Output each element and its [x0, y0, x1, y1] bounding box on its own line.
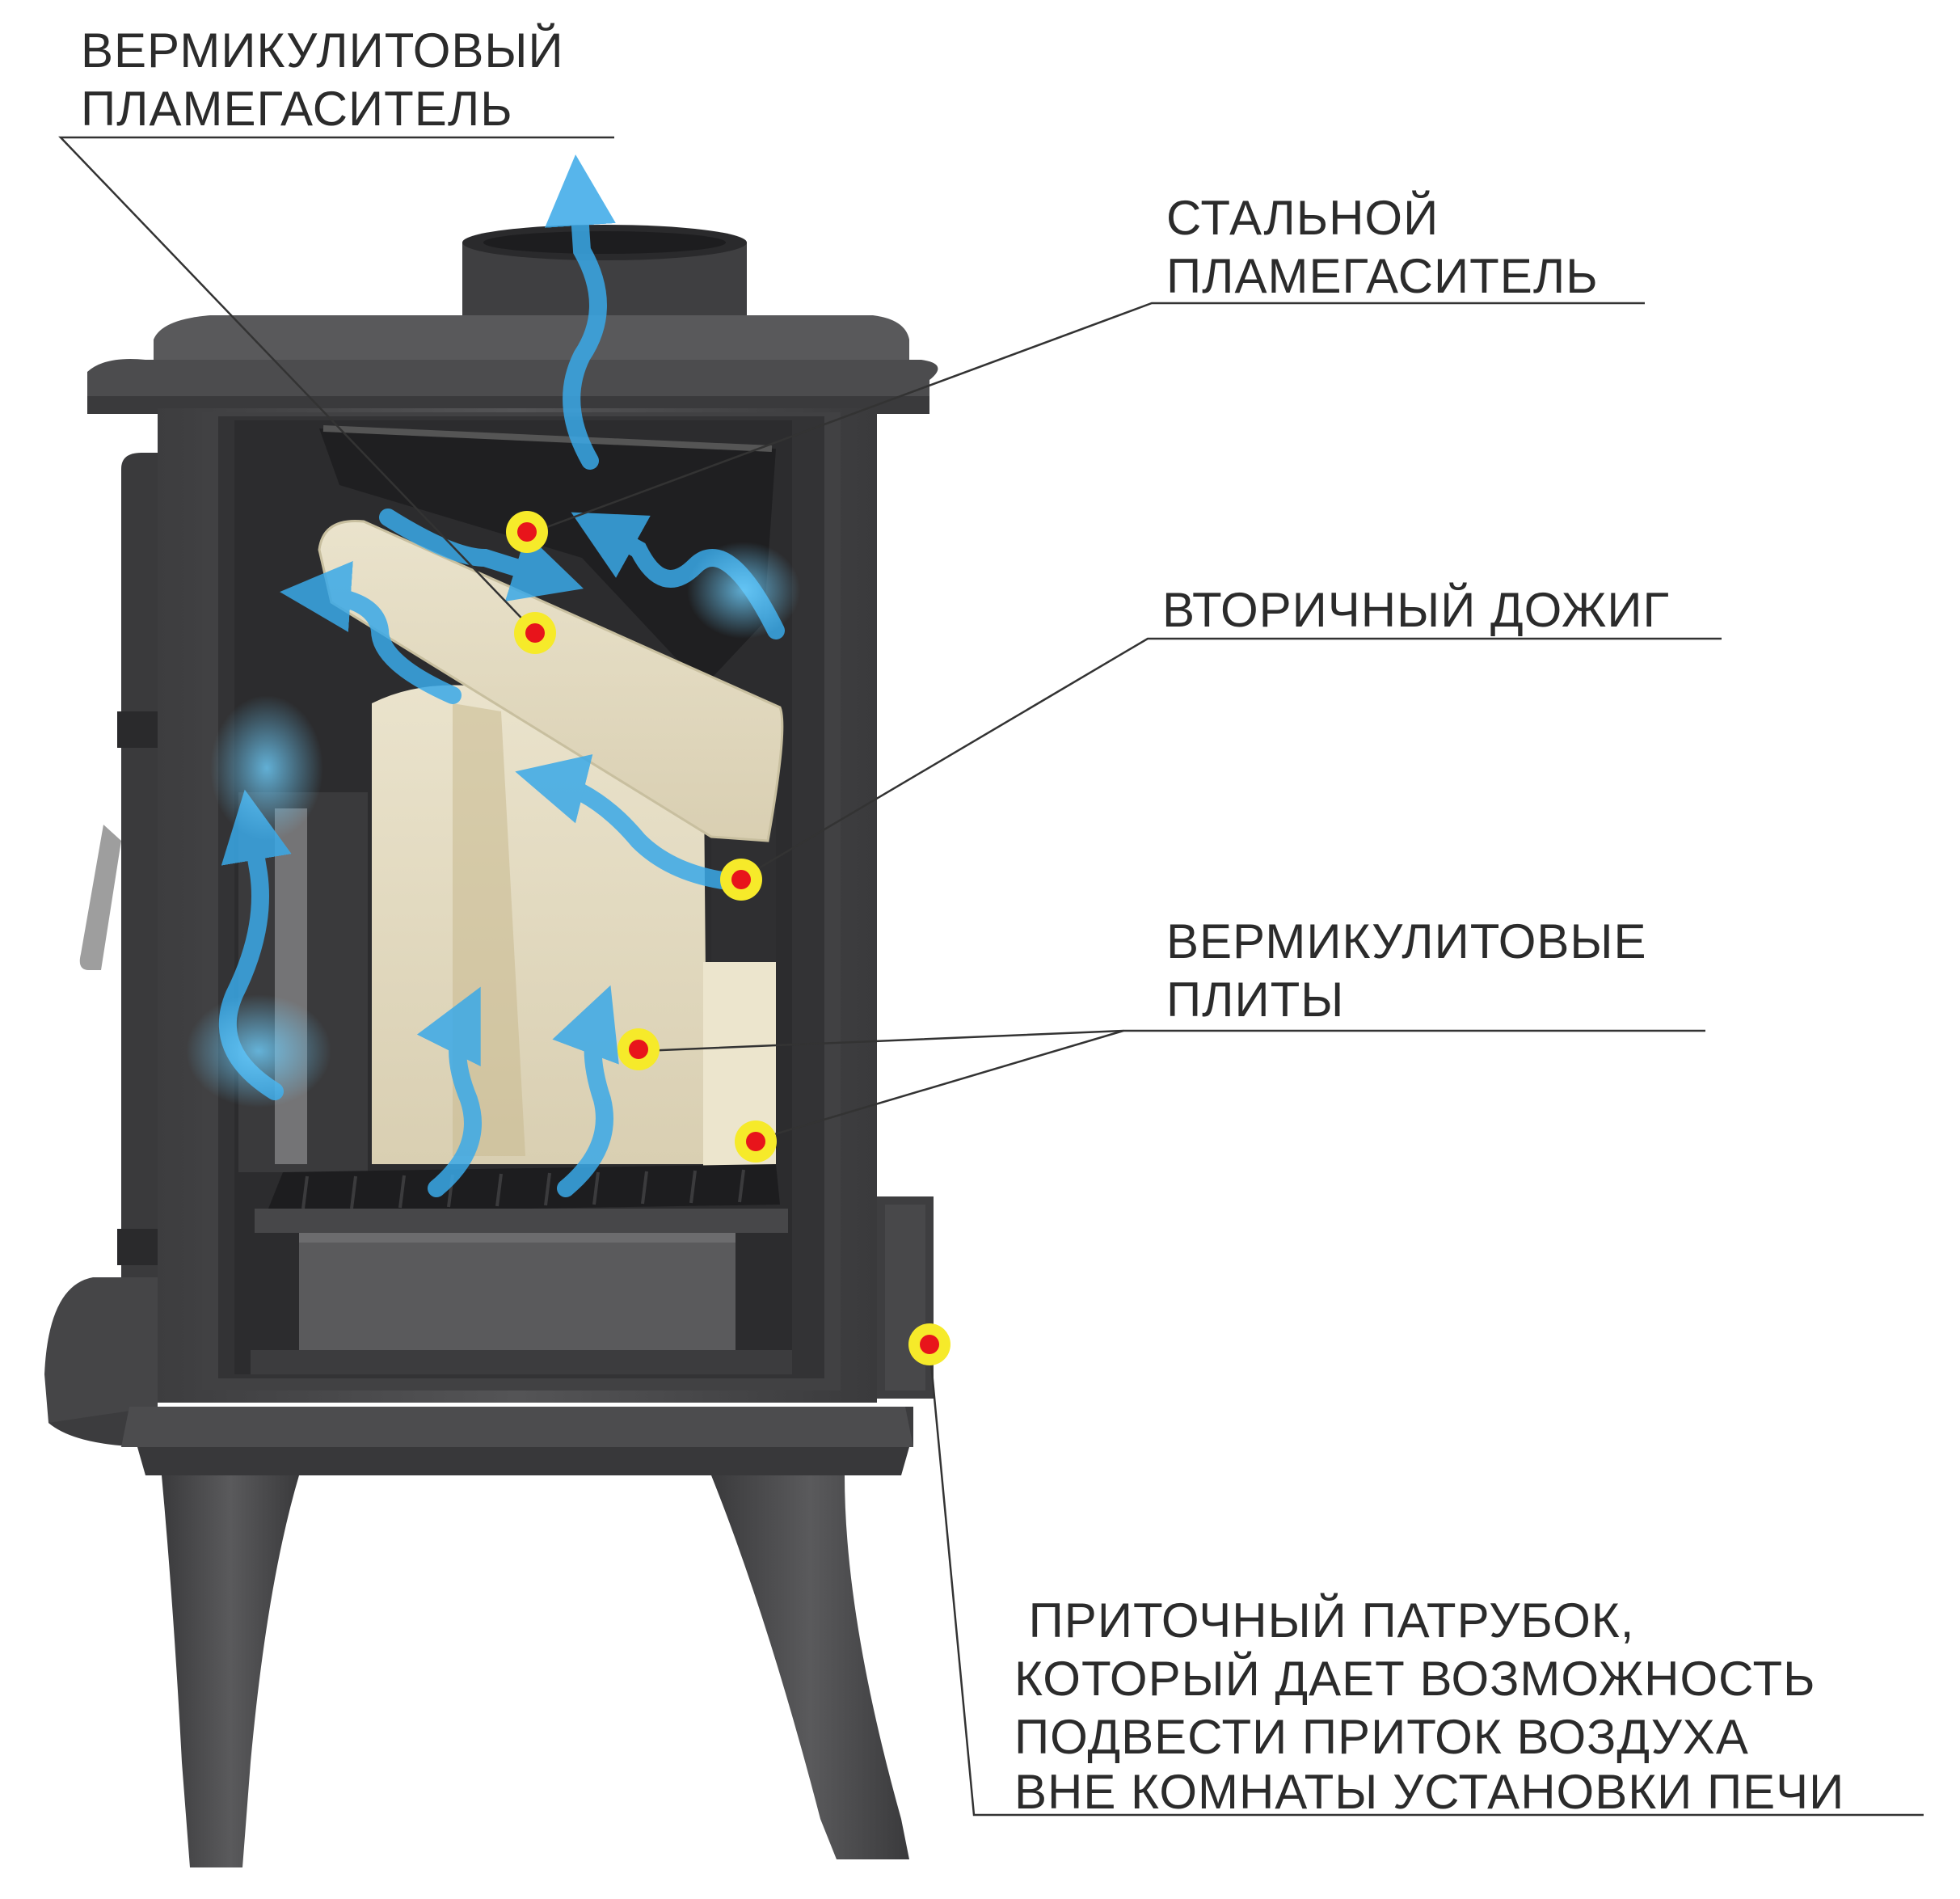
- leader-vermiculite-baffle: [58, 136, 614, 631]
- marker-vermiculite-plate-back: [618, 1028, 660, 1070]
- stove-legs: [162, 1475, 909, 1867]
- top-plate: [87, 315, 938, 414]
- stove-plinth: [44, 1277, 913, 1475]
- airflow-top-left-arrow: [280, 561, 462, 704]
- leader-lines: [58, 136, 1924, 1817]
- marker-steel-baffle: [506, 511, 548, 553]
- label-air-inlet: ПРИТОЧНЫЙ ПАТРУБОК, КОТОРЫЙ ДАЕТ ВОЗМОЖН…: [1014, 1593, 1844, 1819]
- label-steel-baffle: СТАЛЬНОЙ ПЛАМЕГАСИТЕЛЬ: [1166, 191, 1599, 303]
- airflow-grate-arrow-1: [416, 986, 482, 1197]
- marker-secondary-burn: [720, 859, 762, 901]
- label-vermiculite-baffle: ВЕРМИКУЛИТОВЫЙ ПЛАМЕГАСИТЕЛЬ: [81, 23, 578, 136]
- leader-secondary-burn: [743, 637, 1722, 879]
- stove: [44, 225, 938, 1867]
- leader-air-inlet: [928, 1345, 1924, 1817]
- markers: [506, 511, 950, 1365]
- airflow-flue-arrow: [545, 154, 616, 470]
- leader-vermiculite-plates-2: [755, 1029, 1124, 1142]
- airflow-baffle-arrow: [379, 509, 584, 601]
- airflow-mid-arrow: [515, 754, 736, 890]
- air-inlet-pipe: [877, 1196, 934, 1399]
- label-secondary-burn: ВТОРИЧНЫЙ ДОЖИГ: [1162, 583, 1670, 637]
- labels: ВЕРМИКУЛИТОВЫЙ ПЛАМЕГАСИТЕЛЬ СТАЛЬНОЙ ПЛ…: [81, 23, 1844, 1819]
- label-vermiculite-plates: ВЕРМИКУЛИТОВЫЕ ПЛИТЫ: [1166, 914, 1661, 1027]
- left-side-door: [79, 453, 162, 1302]
- marker-air-inlet: [908, 1323, 950, 1365]
- marker-vermiculite-baffle: [514, 612, 556, 654]
- marker-vermiculite-plate-side: [735, 1120, 777, 1163]
- airflow-glow: [186, 542, 800, 1108]
- leader-steel-baffle: [529, 302, 1645, 535]
- airflow-grate-arrow-2: [552, 985, 619, 1197]
